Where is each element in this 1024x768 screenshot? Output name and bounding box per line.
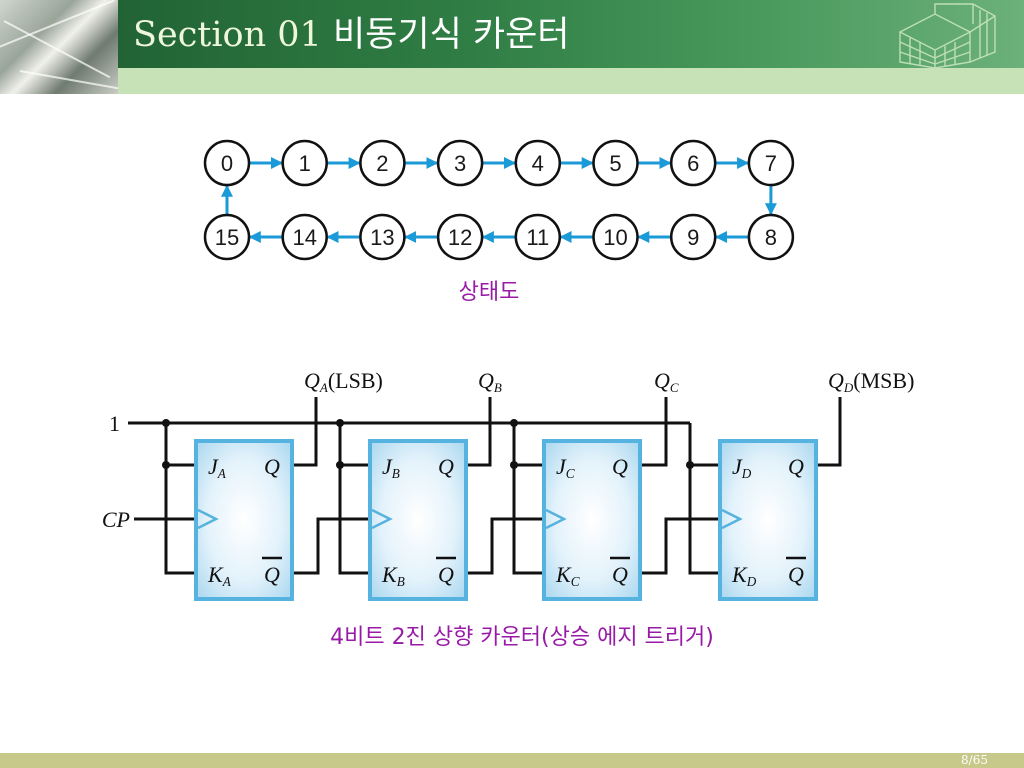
ff-d-jk-tie: [688, 423, 720, 575]
q-bar-output-label: Q: [788, 562, 804, 587]
q-bar-output-label: Q: [438, 562, 454, 587]
flip-flop-a: JA KA Q Q: [194, 439, 294, 601]
state-node: [514, 213, 562, 261]
ff-b-jk-tie: [338, 423, 370, 575]
state-node-label: 6: [687, 151, 699, 176]
header-bar: [0, 0, 1024, 68]
qbar-c-to-clk-d: [640, 517, 720, 575]
clock-triangle-icon: [721, 508, 743, 530]
cube-icon: [898, 3, 996, 68]
junction-dot: [162, 461, 170, 469]
flip-flop-c: JC KC Q Q: [542, 439, 642, 601]
junction-dot: [162, 419, 170, 427]
output-label-d: QD(MSB): [828, 368, 914, 395]
state-node-label: 11: [526, 225, 549, 250]
ff-a-jk-tie: [164, 423, 196, 575]
state-node-label: 12: [448, 225, 472, 250]
state-node: [747, 213, 795, 261]
state-node: [592, 139, 639, 187]
clock-triangle-icon: [545, 508, 567, 530]
k-input-label: KD: [731, 562, 757, 589]
q-output-label: Q: [612, 454, 628, 479]
q-bar-output-label: Q: [264, 562, 280, 587]
k-input-label: KB: [381, 562, 405, 589]
state-node-label: 7: [765, 151, 777, 176]
state-node-label: 2: [376, 151, 388, 176]
header-photo: [0, 0, 118, 94]
q-output-label: Q: [264, 454, 280, 479]
state-node: [359, 213, 406, 261]
j-input-label: JD: [732, 454, 752, 481]
k-input-label: KC: [555, 562, 580, 589]
state-node-label: 3: [454, 151, 466, 176]
flip-flop-d: JD KD Q Q: [718, 439, 818, 601]
junction-dot: [686, 461, 694, 469]
qbar-b-to-clk-c: [466, 517, 544, 575]
state-node-label: 9: [687, 225, 699, 250]
qb-output: [466, 397, 492, 467]
flip-flop-body: [194, 439, 294, 601]
output-label-c: QC: [654, 368, 679, 395]
state-node-label: 15: [215, 225, 239, 250]
output-label-b: QB: [478, 368, 502, 395]
page-title: Section 01 비동기식 카운터: [133, 12, 570, 58]
state-node-label: 14: [292, 225, 316, 250]
clock-triangle-icon: [197, 508, 219, 530]
state-diagram-caption: 상태도: [459, 280, 520, 305]
junction-dot: [510, 419, 518, 427]
qd-output: [816, 397, 842, 467]
state-node-label: 10: [603, 225, 627, 250]
input-one-label: 1: [109, 411, 120, 436]
page-number: 8/65: [961, 753, 988, 767]
state-node: [436, 139, 484, 187]
state-node: [203, 139, 251, 187]
state-node: [281, 139, 328, 187]
header-stripe: [118, 68, 1024, 94]
qc-output: [640, 397, 668, 467]
section-title: 비동기식 카운터: [332, 15, 570, 55]
state-node: [669, 139, 717, 187]
q-output-label: Q: [788, 454, 804, 479]
state-node-label: 5: [609, 151, 621, 176]
section-label: Section 01: [133, 15, 322, 55]
state-node: [514, 139, 562, 187]
state-node-label: 1: [299, 151, 311, 176]
clock-label: CP: [102, 507, 130, 532]
qa-output: [292, 397, 318, 467]
footer-bar: 8/65: [0, 753, 1024, 768]
junction-dot: [510, 461, 518, 469]
q-output-label: Q: [438, 454, 454, 479]
state-node-label: 8: [765, 225, 777, 250]
ff-c-jk-tie: [512, 423, 544, 575]
circuit-caption: 4비트 2진 상향 카운터(상승 에지 트리거): [330, 625, 714, 650]
j-input-label: JC: [556, 454, 575, 481]
state-node: [592, 213, 639, 261]
clock-triangle-icon: [371, 508, 393, 530]
junction-dot: [336, 461, 344, 469]
k-input-label: KA: [207, 562, 232, 589]
state-node: [281, 213, 328, 261]
state-node-label: 0: [221, 151, 233, 176]
output-label-a: QA(LSB): [304, 368, 383, 395]
state-node: [747, 139, 795, 187]
state-node: [669, 213, 717, 261]
state-node: [203, 213, 251, 261]
q-bar-output-label: Q: [612, 562, 628, 587]
j-input-label: JB: [382, 454, 400, 481]
state-node-label: 13: [370, 225, 394, 250]
state-node: [359, 139, 406, 187]
counter-circuit: [128, 397, 842, 575]
qbar-a-to-clk-b: [292, 517, 370, 575]
state-node: [436, 213, 484, 261]
junction-dot: [336, 419, 344, 427]
state-node-label: 4: [532, 151, 544, 176]
flip-flop-b: JB KB Q Q: [368, 439, 468, 601]
j-input-label: JA: [208, 454, 227, 481]
